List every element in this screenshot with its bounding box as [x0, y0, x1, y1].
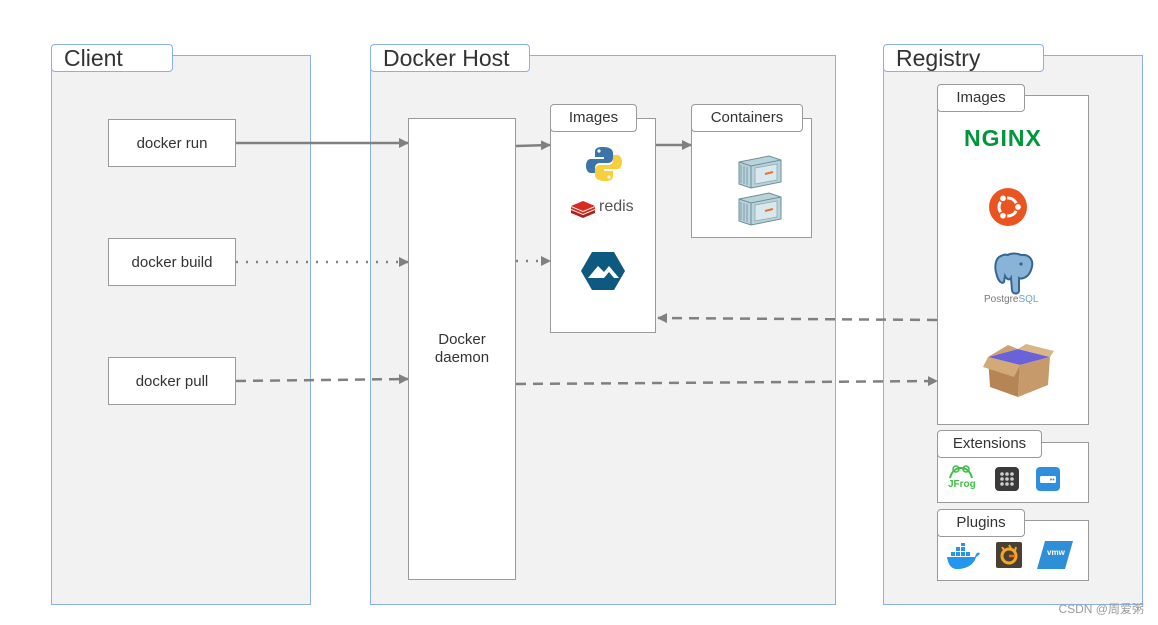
postgresql-label-b: SQL: [1018, 294, 1039, 305]
nginx-logo: NGINX: [964, 125, 1042, 151]
extensions-tab: Extensions: [937, 430, 1042, 458]
jfrog-logo: JFrog: [946, 464, 976, 494]
container-icon: [738, 192, 782, 226]
ubuntu-logo: [989, 188, 1027, 226]
storage-icon: [1036, 467, 1060, 491]
registry-images-tab: Images: [937, 84, 1025, 112]
vmware-label: vmw: [1047, 548, 1065, 557]
jfrog-frog-icon: [949, 465, 973, 479]
postgresql-elephant-icon: [994, 252, 1034, 295]
redis-logo: redis: [570, 198, 650, 220]
client-panel-title: Client: [51, 44, 173, 72]
containers-tab: Containers: [691, 104, 803, 132]
docker-daemon-label-line1: Docker: [438, 331, 486, 348]
host-images-tab: Images: [550, 104, 637, 132]
cardboard-box-icon: [983, 344, 1054, 397]
grafana-icon: [996, 542, 1022, 568]
postgresql-label-a: Postgre: [984, 294, 1019, 305]
postgresql-label: PostgreSQL: [984, 294, 1038, 305]
alpine-icon: [581, 252, 625, 290]
redis-label: redis: [599, 198, 634, 215]
arrow-registry-to-images: [657, 313, 938, 324]
docker-daemon-box: Docker daemon: [408, 118, 516, 580]
arrow-daemon-to-registry: [515, 376, 938, 387]
jfrog-label: JFrog: [948, 479, 976, 490]
python-icon: [586, 147, 622, 181]
vmware-parallelogram-icon: [1037, 541, 1073, 569]
docker-daemon-label-line2: daemon: [434, 349, 490, 366]
vmware-icon: vmw: [1037, 541, 1073, 569]
watermark: CSDN @周爱粥: [1058, 602, 1144, 616]
docker-build-command: docker build: [108, 238, 236, 286]
dots-grid-icon: [995, 467, 1019, 491]
container-icon: [738, 155, 782, 189]
redis-icon: [571, 201, 595, 218]
docker-whale-icon: [947, 543, 980, 569]
docker-daemon-label: Docker daemon: [409, 331, 515, 367]
postgresql-logo: PostgreSQL: [980, 252, 1050, 312]
docker-run-command: docker run: [108, 119, 236, 167]
arrow-daemon-to-images: [515, 140, 551, 151]
arrow-pull-to-daemon: [235, 374, 409, 385]
docker-host-panel-title: Docker Host: [370, 44, 530, 72]
docker-pull-command: docker pull: [108, 357, 236, 405]
registry-panel-title: Registry: [883, 44, 1044, 72]
plugins-tab: Plugins: [937, 509, 1025, 537]
